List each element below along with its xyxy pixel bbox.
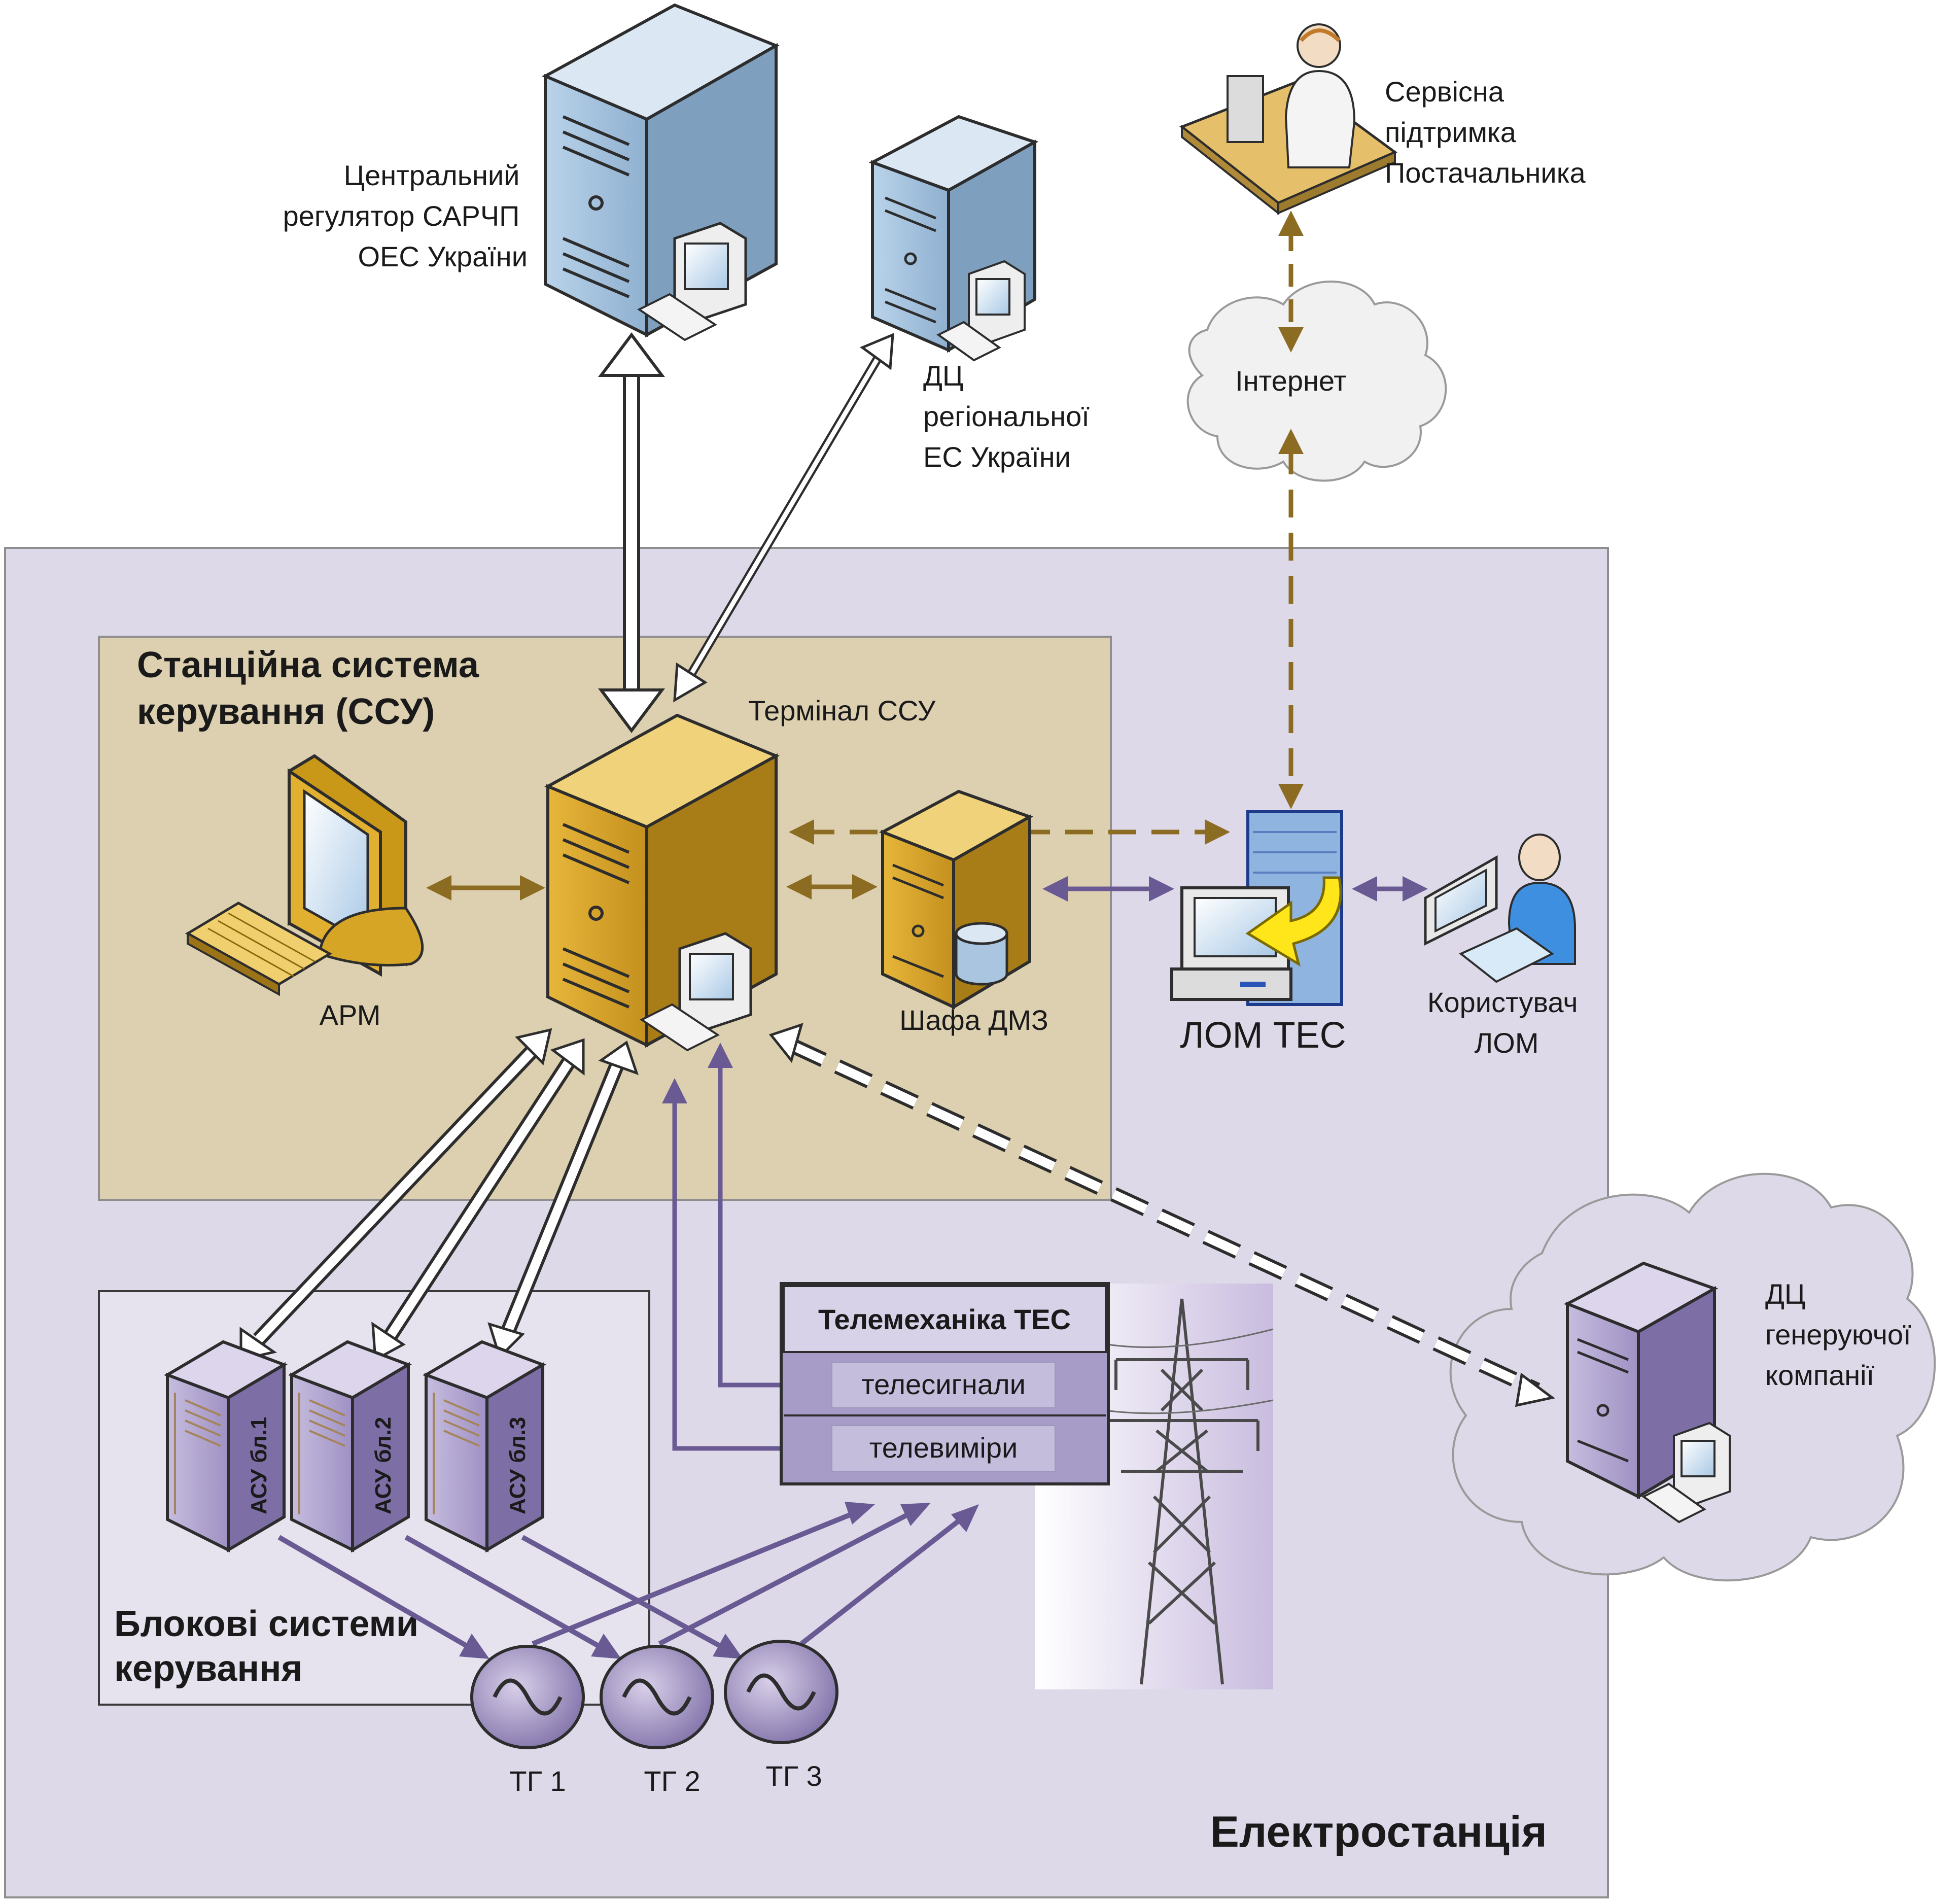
support-agent-icon xyxy=(1284,23,1356,168)
internet-label: Інтернет xyxy=(1235,365,1347,397)
central-regulator-label: Центральний регулятор САРЧП ОЕС України xyxy=(283,159,528,272)
telemeasurements-label: телевиміри xyxy=(869,1432,1018,1464)
lom-tes-label: ЛОМ ТЕС xyxy=(1180,1015,1346,1056)
link-telemeasurements-ccu xyxy=(662,1078,781,1451)
user-icon xyxy=(1459,834,1576,983)
gen-company-dc-label: ДЦ генеруючої компанії xyxy=(1765,1278,1919,1391)
link-dmz-lom xyxy=(1042,876,1174,902)
generator-1-label: ТГ 1 xyxy=(509,1765,566,1797)
link-generators-telemechanics xyxy=(532,1502,979,1646)
link-asu1-ccu xyxy=(239,1028,552,1362)
link-central-regulator-ccu xyxy=(598,332,665,733)
internet-cloud: Інтернет xyxy=(1186,281,1447,482)
dmz-cabinet-server[interactable]: Шафа ДМЗ xyxy=(879,789,1048,1036)
central-regulator-server[interactable]: Центральний регулятор САРЧП ОЕС України xyxy=(283,3,780,341)
asu-cabinet-2[interactable]: АСУ бл.2 xyxy=(288,1340,412,1553)
gen-company-dc-server[interactable]: ДЦ генеруючої компанії xyxy=(1563,1261,1919,1524)
workstation-icon xyxy=(936,260,1026,362)
generator-1[interactable]: ТГ 1 xyxy=(470,1645,585,1797)
generator-3-label: ТГ 3 xyxy=(765,1760,822,1792)
workstation-icon xyxy=(1641,1422,1731,1524)
block-control-systems-title: Блокові системи керування xyxy=(114,1604,429,1689)
telemechanics-title: Телемеханіка ТЕС xyxy=(818,1303,1071,1335)
link-lom-user xyxy=(1352,876,1428,902)
generator-2[interactable]: ТГ 2 xyxy=(600,1645,714,1797)
link-arm-ccu xyxy=(426,875,545,901)
link-asu3-ccu xyxy=(487,1041,639,1360)
database-icon xyxy=(955,922,1008,986)
link-telesignals-ccu xyxy=(708,1043,781,1388)
ccu-terminal-server[interactable]: Термінал ССУ xyxy=(544,695,936,1052)
links xyxy=(239,211,1555,1659)
regional-dc-server[interactable]: ДЦ регіональної ЕС України xyxy=(868,115,1097,473)
arm-workstation[interactable]: АРМ xyxy=(185,754,424,1031)
asu-2-label: АСУ бл.2 xyxy=(371,1417,396,1514)
vendor-support-label: Сервісна підтримка Постачальника xyxy=(1385,76,1586,189)
link-asu2-ccu xyxy=(371,1038,585,1362)
asu-1-label: АСУ бл.1 xyxy=(247,1417,271,1514)
station-control-system-title: Станційна система керування (ССУ) xyxy=(137,645,489,732)
generator-2-label: ТГ 2 xyxy=(644,1765,700,1797)
power-plant-label: Електростанція xyxy=(1210,1808,1547,1856)
arm-label: АРМ xyxy=(320,999,381,1031)
workstation-icon xyxy=(640,932,752,1052)
lom-user-label: Користувач ЛОМ xyxy=(1427,986,1586,1059)
asu-cabinet-1[interactable]: АСУ бл.1 xyxy=(164,1340,288,1553)
link-ccu-dmz xyxy=(786,874,878,899)
yellow-arrow-icon xyxy=(1245,876,1342,967)
vendor-support-desk[interactable]: Сервісна підтримка Постачальника xyxy=(1179,23,1586,216)
dmz-cabinet-label: Шафа ДМЗ xyxy=(899,1004,1048,1036)
telesignals-label: телесигнали xyxy=(861,1368,1026,1400)
generator-3[interactable]: ТГ 3 xyxy=(724,1640,838,1792)
monitor-icon xyxy=(1424,855,1498,946)
telemechanics-block[interactable]: Телемеханіка ТЕС телесигнали телевиміри xyxy=(780,1282,1110,1485)
link-ccu-gen-company xyxy=(768,1023,1555,1407)
lom-user-node[interactable]: Користувач ЛОМ xyxy=(1424,834,1586,1059)
workstation-icon xyxy=(637,222,747,341)
asu-cabinet-3[interactable]: АСУ бл.3 xyxy=(423,1340,546,1553)
asu-3-label: АСУ бл.3 xyxy=(505,1417,530,1514)
regional-dc-label: ДЦ регіональної ЕС України xyxy=(923,360,1097,473)
link-regional-dc-ccu xyxy=(673,333,894,703)
ccu-terminal-label: Термінал ССУ xyxy=(748,695,936,726)
lom-tes-node[interactable]: ЛОМ ТЕС xyxy=(1170,810,1346,1056)
